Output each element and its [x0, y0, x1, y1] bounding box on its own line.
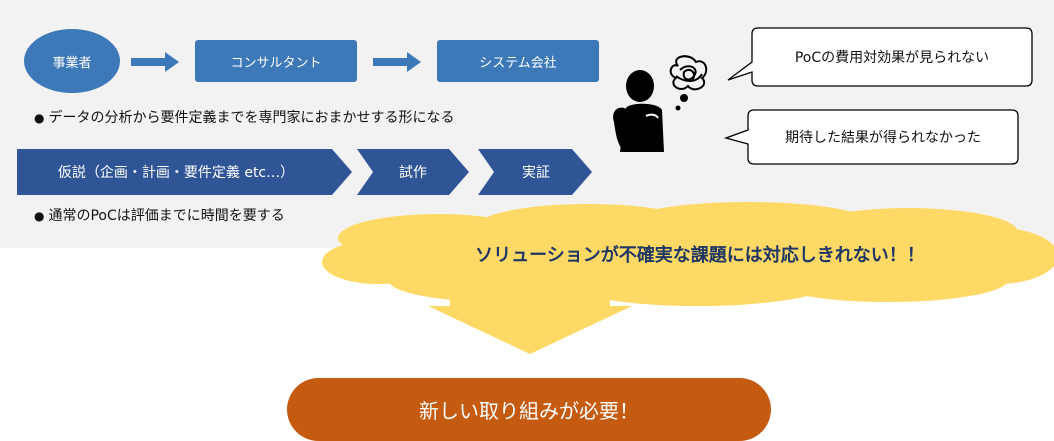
process-chevrons: [17, 149, 592, 195]
bullet-icon: ●: [34, 111, 45, 125]
process-step-label: 試作: [399, 165, 427, 181]
worried-person-icon: [606, 55, 708, 162]
consultant-box: コンサルタント: [195, 40, 357, 82]
actor-circle: 事業者: [24, 29, 120, 93]
flow-arrow-icon: [131, 52, 179, 72]
process-step-verification: [478, 149, 592, 195]
consultant-label: コンサルタント: [230, 55, 322, 71]
process-step-label: 仮説（企画・計画・要件定義 etc…）: [57, 165, 295, 181]
bullet-icon: ●: [34, 209, 45, 223]
system-company-box: システム会社: [437, 40, 599, 82]
down-arrow-icon: [428, 292, 632, 354]
cloud-shape: [322, 202, 1054, 306]
flow-note: ●データの分析から要件定義までを専門家におまかせする形になる: [34, 107, 454, 127]
process-step-prototype: [357, 149, 469, 195]
actor-label: 事業者: [52, 55, 92, 71]
flow-arrow-icon: [373, 52, 421, 72]
cloud-message: ソリューションが不確実な課題には対応しきれない！！: [475, 245, 925, 266]
process-note-text: 通常のPoCは評価までに時間を要する: [48, 208, 285, 224]
speech-bubble-1: [727, 27, 1033, 87]
process-step-label: 実証: [522, 165, 550, 181]
speech-bubble-2-text: 期待した結果が得られなかった: [785, 130, 981, 146]
speech-bubble-1-text: PoCの費用対効果が見られない: [794, 50, 990, 66]
system-company-label: システム会社: [479, 55, 557, 71]
speech-bubble-2: [724, 109, 1019, 165]
process-note: ●通常のPoCは評価までに時間を要する: [34, 205, 285, 225]
flow-note-text: データの分析から要件定義までを専門家におまかせする形になる: [48, 110, 455, 126]
cta-label: 新しい取り組みが必要！: [419, 399, 639, 423]
process-step-hypothesis: [17, 149, 352, 195]
new-initiative-button: 新しい取り組みが必要！: [287, 378, 771, 441]
